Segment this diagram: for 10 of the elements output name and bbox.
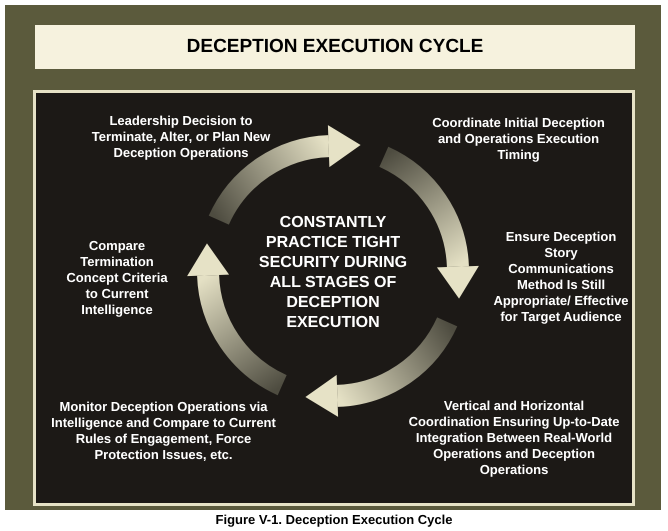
step-text: Vertical and Horizontal Coordination Ensuring Up-to-Date Integration Between Real-World Operations and Deception Operations	[404, 393, 624, 483]
center-statement: CONSTANTLY PRACTICE TIGHT SECURITY DURING ALL STAGES OF DECEPTION EXECUTION	[243, 213, 423, 333]
figure-caption: Figure V-1. Deception Execution Cycle	[214, 512, 454, 527]
step-text: Leadership Decision to Terminate, Alter, or Plan New Deception Operations	[76, 109, 286, 165]
cycle-panel	[33, 90, 635, 506]
step-text: Compare Termination Concept Criteria to Current Intelligence	[61, 233, 173, 323]
title: DECEPTION EXECUTION CYCLE	[186, 36, 484, 58]
step-text: Coordinate Initial Deception and Operations Execution Timing	[421, 111, 616, 167]
step-text: Monitor Deception Operations via Intelligence and Compare to Current Rules of Engagement, Force Protection Issues, etc.	[51, 395, 276, 467]
step-text: Ensure Deception Story Communications Method Is Still Appropriate/ Effective for Target Audience	[493, 217, 629, 337]
